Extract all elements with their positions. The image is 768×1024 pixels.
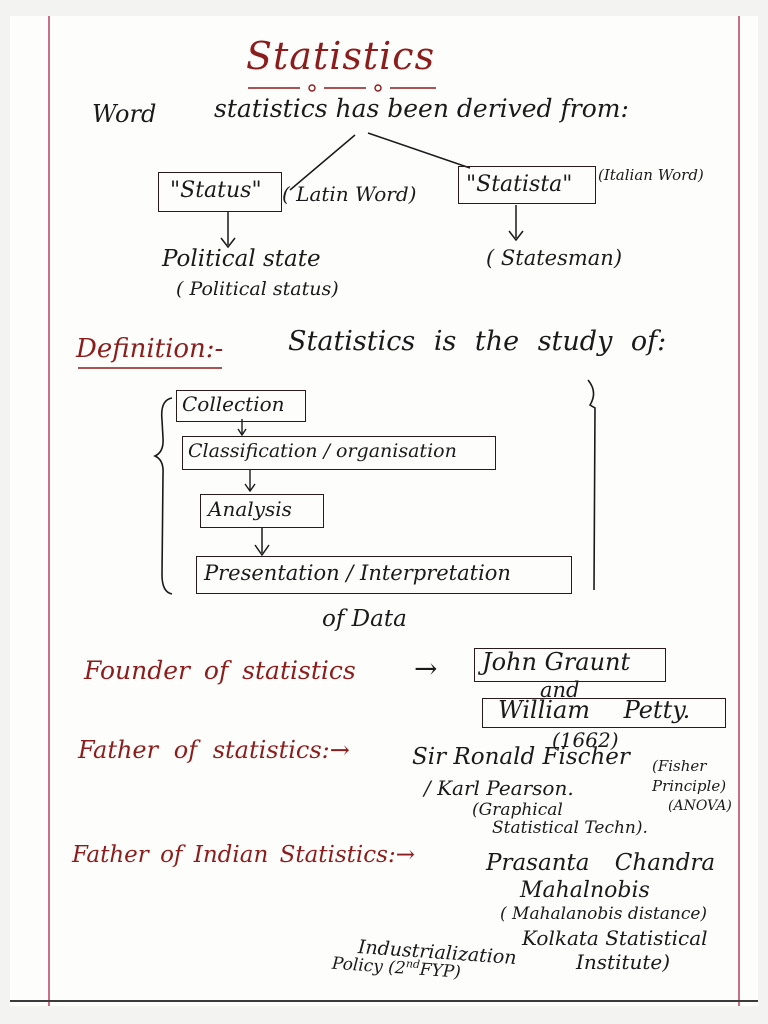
institute-1: Kolkata Statistical [522, 926, 708, 950]
father-fischer-note: (Fisher Principle) [652, 757, 727, 795]
indian-father-label: Father of Indian Statistics:→ [72, 842, 415, 868]
pearson-note-2: Statistical Techn). [492, 818, 648, 838]
indian-father-name-2: Mahalnobis [520, 878, 650, 903]
father-anova: (ANOVA) [668, 798, 732, 814]
step-classification-box [182, 436, 496, 470]
step-analysis: Analysis [208, 497, 292, 521]
indian-father-name-1: Prasanta Chandra [486, 850, 716, 876]
step-collection-box [176, 390, 306, 422]
policy-3: FYP) [419, 959, 462, 983]
father-pearson: / Karl Pearson. [424, 776, 574, 800]
step-presentation: Presentation / Interpretation [204, 561, 511, 585]
mahalanobis-note: ( Mahalanobis distance) [500, 904, 708, 924]
bottom-margin-line [10, 1000, 758, 1002]
father-label: Father of statistics:→ [78, 736, 350, 764]
founder-arrow: → [414, 652, 438, 685]
status-meaning-sub: ( Political status) [176, 278, 339, 300]
step-analysis-box [200, 494, 324, 528]
page-title: Statistics [246, 34, 436, 78]
intro-text: statistics has been derived from: [214, 94, 629, 123]
status-box [158, 172, 282, 212]
status-meaning: Political state [162, 246, 321, 272]
step-collection: Collection [182, 392, 285, 416]
statista-meaning: ( Statesman) [486, 246, 623, 270]
statista-word: "Statista" [466, 172, 573, 197]
father-fischer: Sir Ronald Fischer [412, 744, 630, 770]
notebook-page [10, 16, 758, 1006]
institute-2: Institute) [576, 950, 671, 974]
policy-sup: nd [405, 957, 421, 972]
left-margin-line [48, 16, 50, 1006]
intro-lead: Word [92, 100, 157, 128]
statista-note: (Italian Word) [598, 166, 704, 184]
status-note: ( Latin Word) [282, 182, 417, 206]
right-margin-line [738, 16, 740, 1006]
founder-year: (1662) [552, 728, 619, 752]
founder-name-petty: William Petty. [498, 696, 691, 724]
step-presentation-box [196, 556, 572, 594]
founder-name-graunt: John Graunt [482, 648, 631, 676]
graunt-box [474, 648, 666, 682]
pearson-note-1: (Graphical [472, 800, 563, 820]
definition-text: Statistics is the study of: [288, 326, 667, 357]
definition-label: Definition:- [76, 334, 224, 364]
of-data: of Data [322, 606, 407, 632]
founder-label: Founder of statistics [84, 656, 356, 685]
statista-box [458, 166, 596, 204]
step-classification: Classification / organisation [188, 440, 457, 462]
petty-box [482, 698, 726, 728]
status-word: "Status" [170, 178, 262, 203]
